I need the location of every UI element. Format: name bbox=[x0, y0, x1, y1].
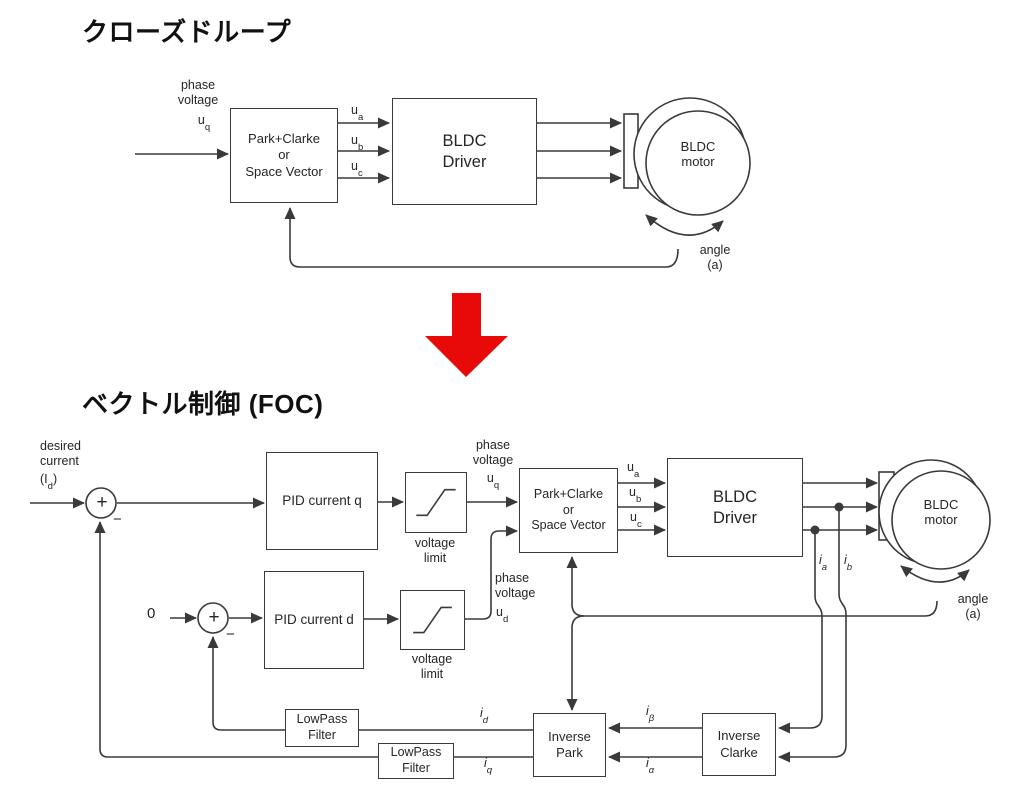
bottom-bldc-driver-block: BLDC Driver bbox=[667, 458, 803, 557]
saturation-curve-icon bbox=[413, 606, 452, 634]
sum-junction-d-minus: − bbox=[226, 626, 235, 643]
bottom-diagram-wires bbox=[30, 459, 991, 763]
sum-junction-q-plus: + bbox=[96, 492, 108, 513]
bottom-ua-label: ua bbox=[627, 460, 640, 480]
ia-junction-dot bbox=[810, 525, 820, 535]
uq-label: uq bbox=[486, 471, 500, 491]
ib-sense-line bbox=[778, 511, 847, 763]
id-ref-label: (Id) bbox=[40, 472, 58, 492]
desired-current-label: desired current bbox=[40, 439, 81, 468]
lowpass-filter-q-block: LowPass Filter bbox=[378, 743, 454, 779]
zero-reference-label: 0 bbox=[147, 605, 156, 622]
iq-label: iq bbox=[484, 756, 493, 776]
pid-current-d-block: PID current d bbox=[264, 571, 364, 669]
top-diagram-wires bbox=[135, 97, 751, 268]
bottom-angle-feedback bbox=[584, 600, 938, 617]
sum-junction-q-minus: − bbox=[113, 511, 122, 528]
phase-voltage-q-label: phase voltage bbox=[472, 438, 514, 467]
voltage-limit-d-label: voltage limit bbox=[411, 652, 453, 681]
bottom-diagram-title: ベクトル制御 (FOC) bbox=[82, 389, 324, 419]
top-diagram-title: クローズドループ bbox=[82, 17, 292, 47]
iq-feedback-line bbox=[94, 521, 533, 758]
ialpha-label: iα bbox=[646, 756, 655, 776]
top-ua-label: ua bbox=[351, 103, 364, 123]
bottom-ub-label: ub bbox=[629, 485, 642, 505]
angle-to-parkclarke-arrow bbox=[566, 556, 585, 617]
inverse-park-block: Inverse Park bbox=[533, 713, 606, 777]
id-label: id bbox=[480, 706, 489, 726]
top-uc-label: uc bbox=[351, 159, 363, 179]
top-phase-voltage-label: phase voltage bbox=[177, 78, 219, 107]
ud-label: ud bbox=[496, 605, 509, 625]
ibeta-label: iβ bbox=[646, 704, 655, 724]
ib-label: ib bbox=[844, 553, 853, 573]
bottom-uc-label: uc bbox=[630, 510, 642, 530]
top-ub-label: ub bbox=[351, 133, 364, 153]
voltage-limit-q-block bbox=[405, 472, 467, 533]
ia-sense-line bbox=[778, 534, 823, 734]
bottom-bldc-motor-label: BLDC motor bbox=[923, 497, 959, 528]
id-feedback-line bbox=[207, 636, 533, 731]
bottom-angle-label: angle (a) bbox=[957, 592, 989, 621]
sum-junction-d-circle bbox=[197, 602, 229, 634]
pid-current-q-block: PID current q bbox=[266, 452, 378, 550]
ud-arrow bbox=[465, 525, 518, 620]
sum-junction-q-circle bbox=[85, 487, 117, 519]
top-rotation-arc bbox=[645, 214, 724, 236]
voltage-limit-d-block bbox=[400, 590, 465, 650]
bottom-rotation-arc bbox=[900, 565, 970, 583]
red-down-arrow bbox=[425, 293, 508, 377]
top-uq-label: uq bbox=[197, 113, 211, 133]
top-angle-label: angle (a) bbox=[699, 243, 731, 272]
ib-junction-dot bbox=[834, 502, 844, 512]
voltage-limit-q-label: voltage limit bbox=[414, 536, 456, 565]
saturation-curve-icon bbox=[416, 488, 456, 517]
top-bldc-driver-block: BLDC Driver bbox=[392, 98, 537, 205]
top-angle-feedback bbox=[284, 207, 679, 268]
phase-voltage-d-label: phase voltage bbox=[495, 571, 536, 600]
top-park-clarke-block: Park+Clarke or Space Vector bbox=[230, 108, 338, 203]
sum-junction-d-plus: + bbox=[208, 607, 220, 628]
inverse-clarke-block: Inverse Clarke bbox=[702, 713, 776, 776]
bottom-park-clarke-block: Park+Clarke or Space Vector bbox=[519, 468, 618, 553]
ia-label: ia bbox=[819, 553, 828, 573]
angle-to-inversepark-arrow bbox=[566, 615, 585, 711]
top-bldc-motor-label: BLDC motor bbox=[680, 139, 716, 170]
lowpass-filter-d-block: LowPass Filter bbox=[285, 709, 359, 747]
